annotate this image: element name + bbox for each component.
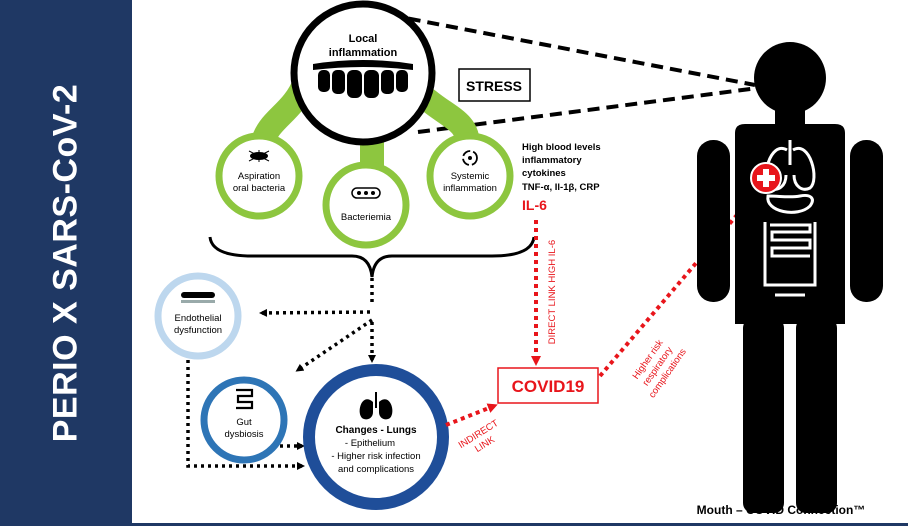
medical-cross-icon — [750, 162, 782, 194]
footer-caption: Mouth – COVID Connection™ — [697, 503, 866, 517]
local-inflammation-node: Local inflammation — [290, 0, 436, 146]
systemic-node: Systemic inflammation — [426, 132, 514, 220]
blood-levels-line-4: TNF-α, Il-1β, CRP — [522, 182, 600, 193]
bacteriemia-label: Bacteriemia — [341, 212, 392, 223]
blood-vessel-icon — [351, 187, 381, 199]
systemic-label-2: inflammation — [443, 183, 497, 194]
endothelial-label-2: dysfunction — [174, 325, 222, 336]
stress-label: STRESS — [466, 78, 522, 94]
il6-label: IL-6 — [522, 197, 547, 213]
lungs-title: Changes - Lungs — [335, 425, 417, 436]
blood-levels-line-3: cytokines — [522, 168, 566, 179]
direct-link-label: DIRECT LINK HIGH IL-6 — [547, 240, 558, 344]
lungs-item-2: - Higher risk infection — [331, 451, 420, 462]
risk-label: Higher risk respiratory complications — [631, 338, 689, 400]
stress-box: STRESS — [458, 68, 531, 102]
aspiration-node: Aspiration oral bacteria — [215, 132, 303, 220]
covid19-box: COVID19 — [497, 367, 599, 404]
sidebar-banner: PERIO X SARS-CoV-2 — [0, 0, 132, 526]
grouping-brace — [208, 236, 536, 278]
bottom-rule — [132, 523, 908, 526]
cycle-icon — [462, 150, 478, 166]
blood-levels-line-2: inflammatory — [522, 155, 582, 166]
systemic-label-1: Systemic — [451, 171, 490, 182]
lungs-node: Changes - Lungs - Epithelium - Higher ri… — [303, 364, 449, 510]
organs-icon — [763, 140, 817, 297]
bacteriemia-node: Bacteriemia — [322, 161, 410, 249]
black-dotted-arrows — [186, 278, 376, 470]
local-inflammation-label-1: Local — [349, 33, 378, 45]
blood-levels-text: High blood levels inflammatory cytokines… — [522, 142, 601, 213]
aspiration-label-1: Aspiration — [238, 171, 280, 182]
gut-label-1: Gut — [236, 417, 252, 428]
gut-label-2: dysbiosis — [224, 429, 263, 440]
blood-levels-line-1: High blood levels — [522, 142, 601, 153]
lungs-icon — [359, 392, 393, 420]
endothelium-icon — [181, 292, 215, 303]
local-inflammation-label-2: inflammation — [329, 47, 398, 59]
bacteria-icon — [248, 150, 270, 162]
teeth-icon — [313, 60, 413, 98]
endothelial-label-1: Endothelial — [174, 313, 221, 324]
endothelial-node: Endothelial dysfunction — [154, 272, 242, 360]
red-dotted-arrows — [445, 180, 767, 427]
aspiration-label-2: oral bacteria — [233, 183, 286, 194]
intestine-icon — [236, 388, 254, 410]
lungs-item-1: - Epithelium — [345, 438, 395, 449]
covid19-label: COVID19 — [512, 377, 585, 396]
lungs-item-3: and complications — [338, 464, 414, 475]
indirect-link-label: INDIRECT LINK — [457, 418, 501, 455]
gut-node: Gut dysbiosis — [200, 376, 288, 464]
human-figure-icon — [697, 42, 883, 513]
